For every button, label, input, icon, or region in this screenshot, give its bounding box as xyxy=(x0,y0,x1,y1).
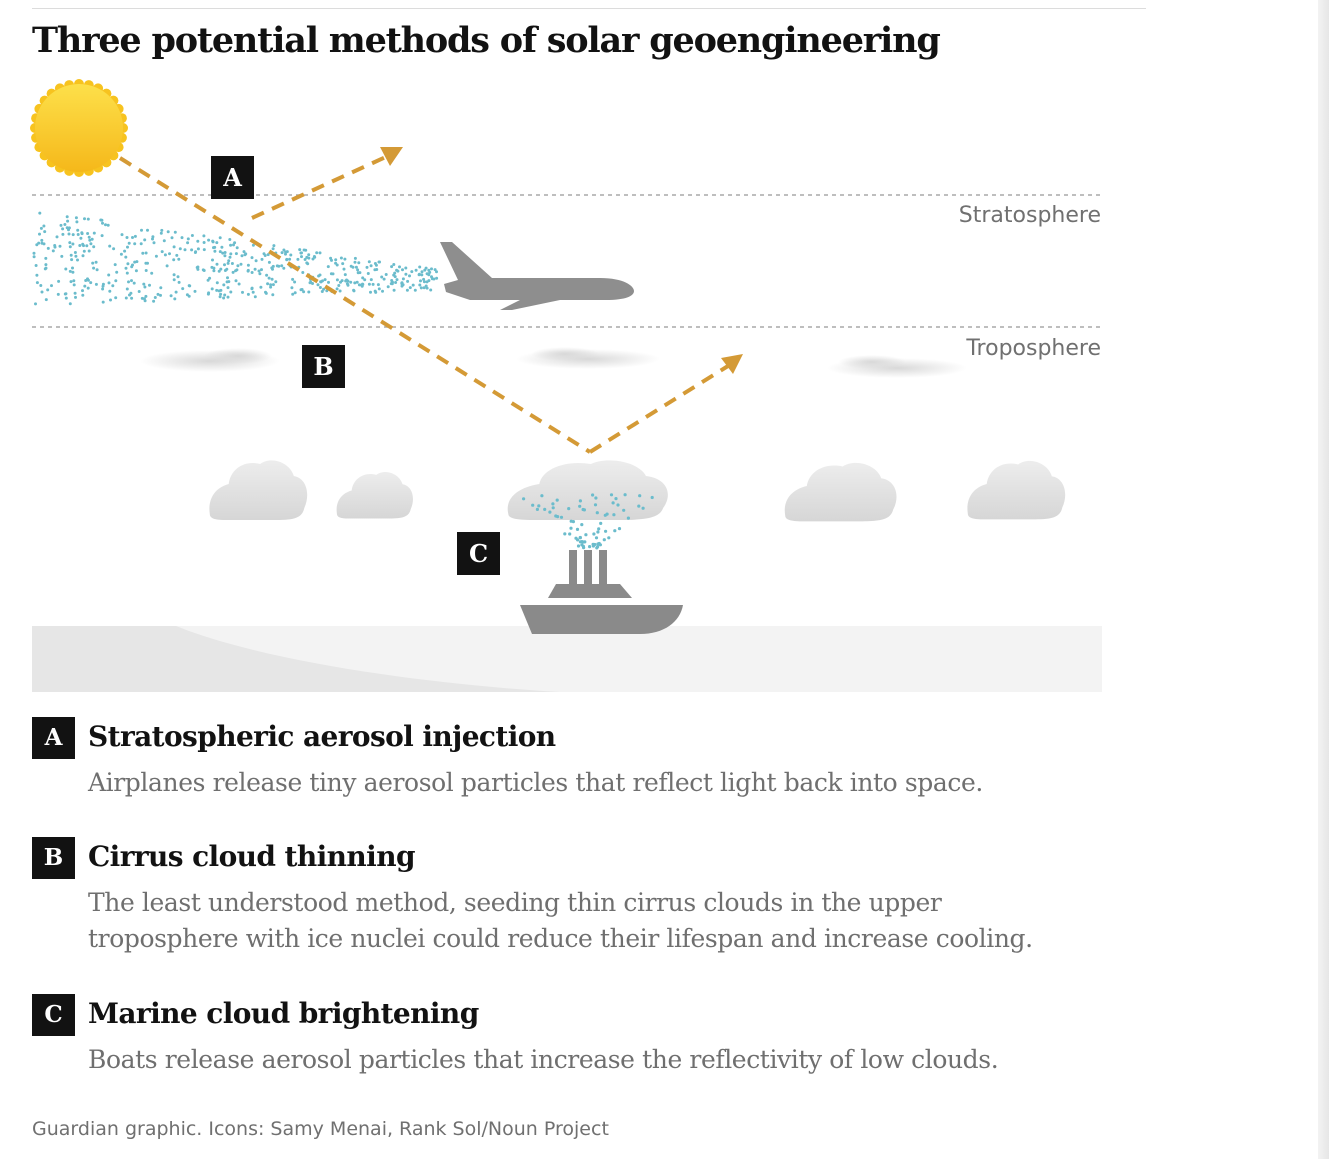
diagram-badge-a: A xyxy=(211,156,254,199)
method-c-title: Marine cloud brightening xyxy=(88,997,479,1030)
light-ray-paths xyxy=(118,154,730,454)
svg-text:B: B xyxy=(313,352,333,381)
stratosphere-label: Stratosphere xyxy=(959,203,1101,228)
ship-icon xyxy=(520,550,683,634)
method-c-description: Boats release aerosol particles that inc… xyxy=(88,1045,999,1074)
method-a-description: Airplanes release tiny aerosol particles… xyxy=(88,768,983,797)
method-b-title: Cirrus cloud thinning xyxy=(88,840,416,873)
troposphere-label: Troposphere xyxy=(965,336,1101,361)
method-c-badge: C xyxy=(32,994,75,1036)
cirrus-cloud-icon xyxy=(140,347,967,378)
geoengineering-diagram: Stratosphere Troposphere xyxy=(30,79,1102,692)
sun-icon xyxy=(30,79,128,177)
diagram-badge-c: C xyxy=(457,532,500,575)
method-b-description: The least understood method, seeding thi… xyxy=(88,888,1033,953)
svg-text:C: C xyxy=(469,539,488,568)
page-edge-strip xyxy=(1318,0,1329,1159)
ship-aerosol-spray xyxy=(522,493,654,550)
top-rule xyxy=(32,8,1146,9)
sea-surface xyxy=(32,626,1102,692)
cloud-icon xyxy=(209,460,1066,522)
method-a-title: Stratospheric aerosol injection xyxy=(88,720,556,753)
method-a-badge: A xyxy=(32,717,75,759)
airplane-icon xyxy=(440,242,634,310)
graphic-credit: Guardian graphic. Icons: Samy Menai, Ran… xyxy=(32,1118,609,1140)
aerosol-particles xyxy=(32,211,439,306)
method-b-badge: B xyxy=(32,837,75,879)
light-ray-arrowheads xyxy=(380,147,743,374)
svg-text:A: A xyxy=(222,163,242,192)
graphic-title: Three potential methods of solar geoengi… xyxy=(32,20,941,61)
diagram-badge-b: B xyxy=(302,345,345,388)
